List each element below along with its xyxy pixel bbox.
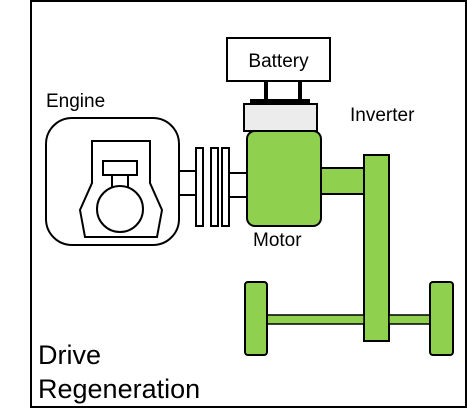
inverter-label: Inverter — [350, 105, 415, 126]
drive-shaft — [363, 154, 390, 342]
engine-crank-icon — [96, 185, 144, 233]
battery-box — [226, 37, 331, 82]
motor-output-shaft — [320, 167, 365, 195]
mode-label-regeneration: Regeneration — [38, 374, 200, 404]
clutch-plate-3 — [221, 147, 230, 227]
mode-label-drive: Drive — [38, 340, 101, 370]
engine-label: Engine — [46, 91, 105, 112]
wheel-left — [244, 281, 268, 356]
axle-left — [266, 314, 365, 325]
engine-piston-top — [102, 160, 138, 176]
battery-connector-left — [264, 81, 268, 103]
battery-label: Battery — [248, 51, 309, 72]
engine-shaft — [178, 170, 197, 196]
clutch-plate-1 — [195, 147, 204, 227]
wheel-right — [429, 281, 454, 356]
motor-box — [246, 130, 322, 227]
battery-connector-right — [298, 81, 302, 103]
axle-right — [388, 314, 431, 325]
battery-connector-bar — [250, 99, 310, 104]
clutch-plate-2 — [210, 147, 219, 227]
diagram-frame — [30, 0, 467, 408]
clutch-shaft — [228, 172, 248, 198]
inverter-box — [243, 103, 318, 132]
motor-label: Motor — [253, 230, 302, 251]
